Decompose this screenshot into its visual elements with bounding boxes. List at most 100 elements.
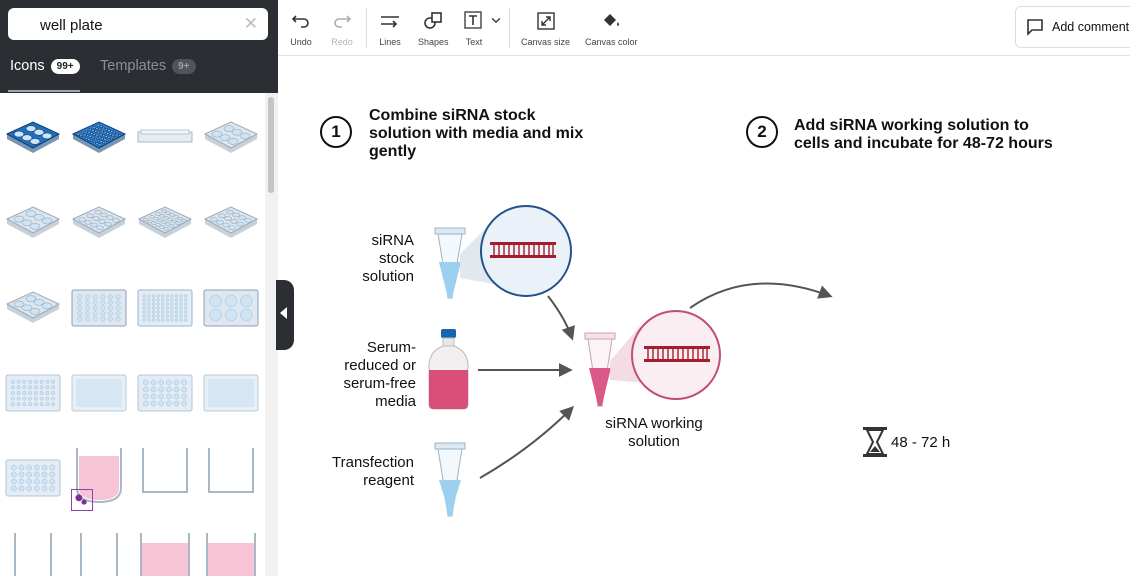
shapes-label: Shapes <box>418 37 449 47</box>
media-bottle[interactable] <box>428 329 469 410</box>
arrow-reagent-to-mix[interactable] <box>479 406 574 479</box>
well-plate-6-icon-tile[interactable] <box>3 193 63 253</box>
well-plate-48-flat-icon <box>5 374 61 412</box>
icon-library-panel: ✕ Icons 99+ Templates 9+ <box>0 0 278 576</box>
reagent-label-line: reagent <box>363 472 414 489</box>
well-plate-low-profile-icon-tile[interactable] <box>135 108 195 168</box>
media-label[interactable]: Serum- reduced or serum-free media <box>343 339 416 411</box>
reagent-label-line: Transfection <box>332 454 414 471</box>
canvas-color-button[interactable]: Canvas color <box>585 10 638 47</box>
icon-results-grid <box>0 93 278 576</box>
well-plate-12-icon <box>203 206 259 238</box>
shapes-icon <box>424 12 443 29</box>
step-1-title-line: gently <box>369 143 417 160</box>
well-plate-48-flat-icon-tile[interactable] <box>3 363 63 423</box>
canvas-size-label: Canvas size <box>521 37 571 47</box>
step-1-title-line: solution with media and mix <box>369 125 584 142</box>
step-1-title-line: Combine siRNA stock <box>369 107 536 124</box>
well-plate-24-flat-icon-tile[interactable] <box>3 448 63 508</box>
step-1-number: 1 <box>320 116 352 148</box>
working-solution-zoom-callout[interactable] <box>631 310 721 400</box>
well-plate-96-flat-icon-tile[interactable] <box>69 278 129 338</box>
working-label-line: solution <box>628 433 680 450</box>
well-plate-384-flat-icon <box>71 374 127 412</box>
search-input[interactable] <box>38 8 242 42</box>
shapes-button[interactable]: Shapes <box>418 10 449 47</box>
clear-search-icon[interactable]: ✕ <box>243 14 258 33</box>
well-plate-6-grid-icon <box>203 289 259 327</box>
well-side-icon-tile[interactable] <box>69 533 129 576</box>
reagent-label[interactable]: Transfection reagent <box>332 454 414 490</box>
empty-well-icon <box>142 448 188 493</box>
well-plate-24-icon-tile[interactable] <box>135 193 195 253</box>
toolbar-divider <box>509 8 510 48</box>
scrollbar-thumb[interactable] <box>268 97 274 193</box>
text-button[interactable]: Text <box>463 10 485 47</box>
lines-label: Lines <box>379 37 401 47</box>
well-side-icon <box>14 533 52 576</box>
incubation-time-label[interactable]: 48 - 72 h <box>891 434 951 451</box>
tab-templates[interactable]: Templates 9+ <box>100 58 196 74</box>
tab-icons-label: Icons <box>10 58 45 74</box>
well-plate-12-icon-tile[interactable] <box>69 193 129 253</box>
well-plate-24-icon <box>137 206 193 238</box>
stock-label-line: stock <box>378 250 414 267</box>
stock-solution-label[interactable]: siRNA stock solution <box>362 232 414 286</box>
well-plate-96-grid-icon-tile[interactable] <box>135 278 195 338</box>
add-comment-button[interactable]: Add comment <box>1015 6 1130 48</box>
well-plate-384-flat-icon-tile[interactable] <box>201 363 261 423</box>
comment-icon <box>1027 19 1043 36</box>
well-plate-24-flat-icon <box>137 374 193 412</box>
well-plate-6-grid-icon-tile[interactable] <box>201 278 261 338</box>
library-tabs: Icons 99+ Templates 9+ <box>0 52 278 92</box>
empty-well-icon <box>208 448 254 493</box>
transfection-reagent-tube[interactable] <box>434 442 466 517</box>
working-label-line: siRNA working <box>605 415 703 432</box>
empty-well-icon-tile[interactable] <box>201 448 261 508</box>
well-with-pink-media-icon <box>206 533 256 576</box>
well-plate-12-icon-tile[interactable] <box>201 193 261 253</box>
well-plate-384-flat-icon-tile[interactable] <box>69 363 129 423</box>
step-1-title[interactable]: Combine siRNA stock solution with media … <box>369 107 583 161</box>
working-solution-tube[interactable] <box>584 332 616 407</box>
stock-label-line: solution <box>362 268 414 285</box>
undo-button[interactable]: Undo <box>290 10 312 47</box>
sirna-zoom-callout[interactable] <box>480 205 572 297</box>
well-plate-6-icon-tile[interactable] <box>201 108 261 168</box>
media-label-line: Serum- <box>366 339 416 356</box>
well-plate-6-icon-tile[interactable] <box>3 278 63 338</box>
empty-well-icon-tile[interactable] <box>135 448 195 508</box>
stock-label-line: siRNA <box>371 232 414 249</box>
lines-button[interactable]: Lines <box>379 10 401 47</box>
icon-grid-scrollbar[interactable] <box>265 93 278 576</box>
active-tab-indicator <box>8 90 80 92</box>
arrow-stock-to-mix[interactable] <box>547 295 575 341</box>
well-with-pink-media-icon-tile[interactable] <box>201 533 261 576</box>
canvas-size-button[interactable]: Canvas size <box>521 10 570 47</box>
collapse-panel-button[interactable] <box>276 280 294 350</box>
step-2-title-line: Add siRNA working solution to <box>794 117 1029 134</box>
tab-icons[interactable]: Icons 99+ <box>10 58 80 74</box>
media-label-line: media <box>375 393 416 410</box>
well-plate-24-flat-icon-tile[interactable] <box>135 363 195 423</box>
working-solution-label[interactable]: siRNA working solution <box>594 415 714 451</box>
selection-handle-icon[interactable] <box>71 489 93 511</box>
redo-icon <box>334 15 352 28</box>
well-plate-6-blue-icon-tile[interactable] <box>3 108 63 168</box>
toolbar-divider <box>366 8 367 48</box>
stock-solution-tube[interactable] <box>434 227 466 299</box>
well-with-pink-media-icon-tile[interactable] <box>135 533 195 576</box>
redo-label: Redo <box>331 37 353 47</box>
text-options-dropdown[interactable] <box>490 14 502 26</box>
well-plate-96-blue-icon-tile[interactable] <box>69 108 129 168</box>
undo-icon <box>291 15 309 28</box>
well-side-icon-tile[interactable] <box>3 533 63 576</box>
redo-button[interactable]: Redo <box>331 10 353 47</box>
search-box[interactable]: ✕ <box>8 8 268 42</box>
step-2-title[interactable]: Add siRNA working solution to cells and … <box>794 117 1053 153</box>
well-plate-384-flat-icon <box>203 374 259 412</box>
design-canvas[interactable]: 1 Combine siRNA stock solution with medi… <box>280 56 1130 576</box>
text-icon <box>464 11 482 29</box>
arrow-to-cells[interactable] <box>689 282 833 309</box>
well-side-icon <box>80 533 118 576</box>
